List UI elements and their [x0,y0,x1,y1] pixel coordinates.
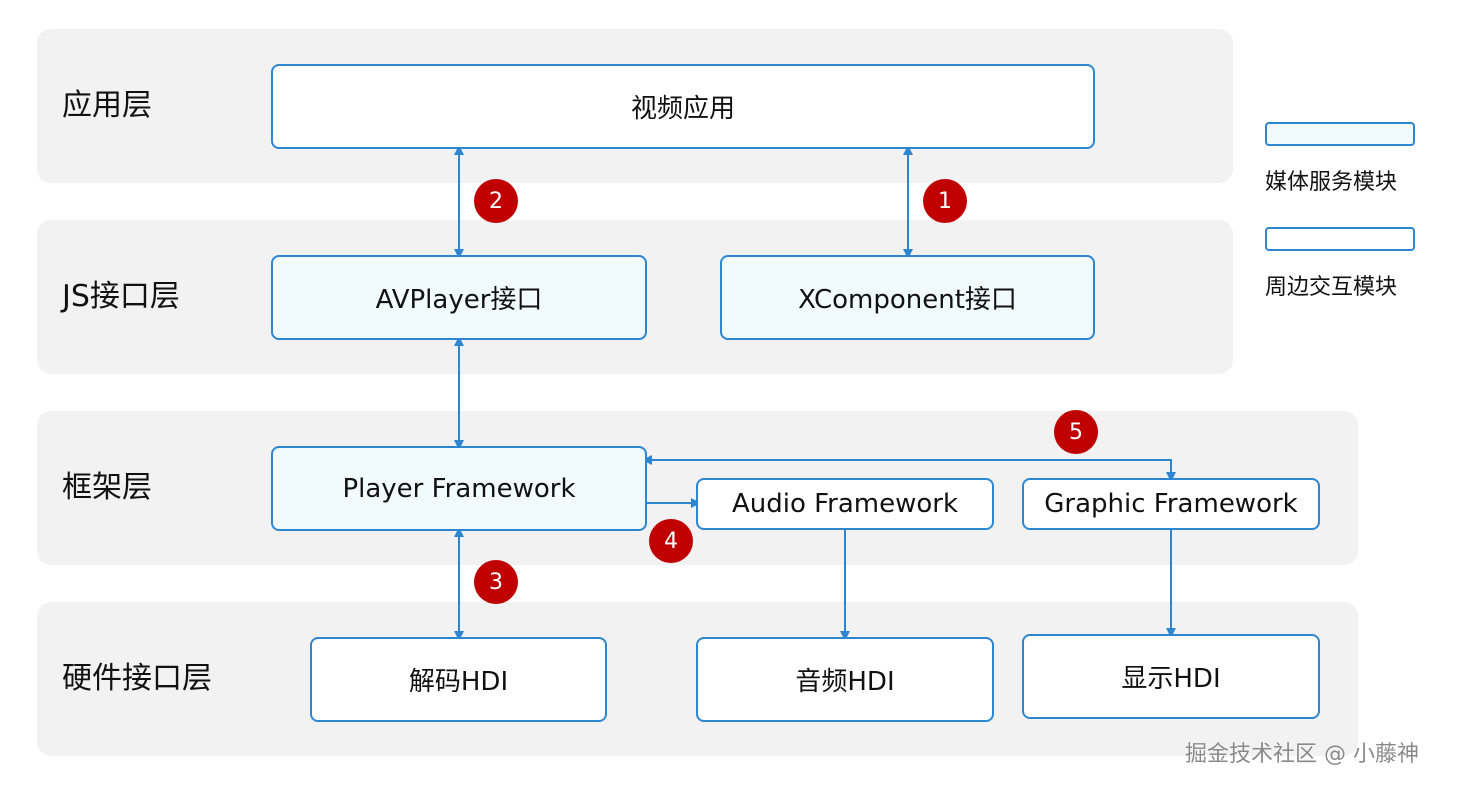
box-video-app: 视频应用 [271,64,1095,149]
layer-label-hardware: 硬件接口层 [62,661,212,696]
layer-label-framework: 框架层 [62,470,152,505]
legend-label-media: 媒体服务模块 [1265,170,1398,195]
layer-label-js: JS接口层 [62,279,180,314]
box-decode-hdi: 解码HDI [310,637,607,722]
box-graphic-framework: Graphic Framework [1022,478,1320,530]
badge-2: 2 [474,179,518,223]
watermark: 掘金技术社区 @ 小藤神 [1185,742,1419,767]
box-audio-hdi: 音频HDI [696,637,994,722]
badge-4: 4 [649,519,693,563]
badge-1: 1 [923,179,967,223]
layer-label-app: 应用层 [62,88,152,123]
legend-swatch-peripheral [1265,227,1415,251]
legend-swatch-media [1265,122,1415,146]
legend-label-peripheral: 周边交互模块 [1265,275,1398,300]
arrow-playerfw-graphicfw [642,455,1176,482]
box-avplayer: AVPlayer接口 [271,255,647,340]
box-audio-framework: Audio Framework [696,478,994,530]
badge-3: 3 [474,560,518,604]
badge-5: 5 [1054,410,1098,454]
box-xcomponent: XComponent接口 [720,255,1095,340]
box-player-framework: Player Framework [271,446,647,531]
box-display-hdi: 显示HDI [1022,634,1320,719]
